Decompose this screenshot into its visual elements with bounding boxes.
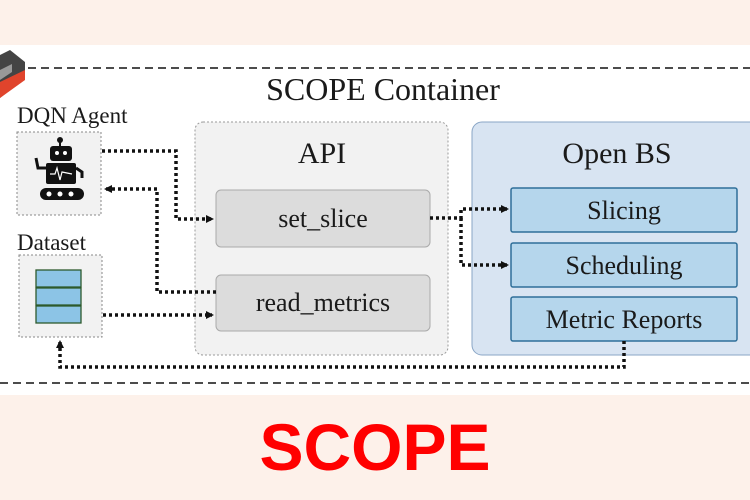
read-metrics-box	[215, 274, 431, 332]
arrow-metric-reports-to-dataset	[56, 340, 626, 369]
agent-label: DQN Agent	[17, 103, 128, 128]
caption-title: SCOPE	[259, 410, 490, 484]
container-title: SCOPE Container	[266, 71, 500, 107]
arrow-agent-to-set-slice	[102, 149, 214, 223]
dataset-label: Dataset	[17, 230, 87, 255]
metric-reports-label: Metric Reports	[546, 305, 703, 334]
scheduling-box	[510, 242, 738, 288]
api-title: API	[298, 137, 346, 170]
logo-icon	[0, 50, 25, 98]
database-stack-icon	[35, 269, 82, 324]
openbs-title: Open BS	[562, 137, 671, 170]
scheduling-label: Scheduling	[566, 251, 683, 280]
slicing-label: Slicing	[587, 196, 661, 225]
arrow-read-metrics-to-agent	[104, 185, 216, 294]
slicing-box	[510, 187, 738, 233]
set-slice-label: set_slice	[278, 204, 368, 233]
arrow-set-slice-to-slicing	[430, 205, 509, 220]
robot-icon	[34, 137, 84, 200]
read-metrics-label: read_metrics	[256, 288, 390, 317]
